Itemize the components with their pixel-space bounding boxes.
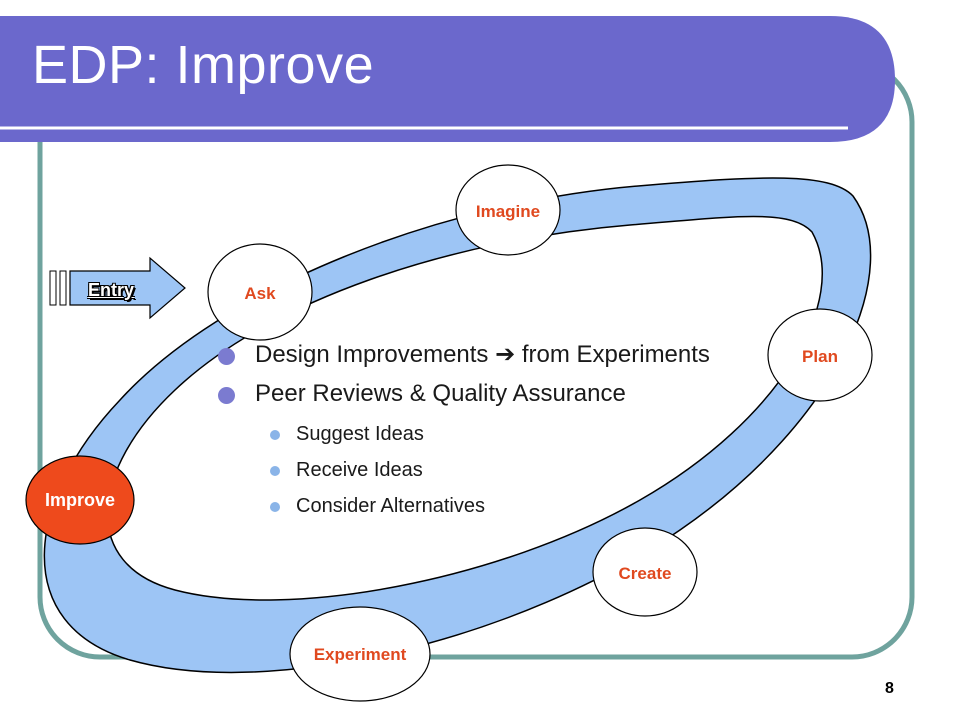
- sub-bullet-item: Receive Ideas: [270, 452, 778, 488]
- page-number: 8: [885, 680, 894, 697]
- bullet-design-improvements: Design Improvements ➔ from Experiments: [218, 338, 778, 371]
- bullet-list: Design Improvements ➔ from Experiments P…: [218, 338, 778, 524]
- entry-label[interactable]: Entry: [88, 280, 135, 300]
- header-banner: [0, 16, 895, 142]
- bullet-text-part: Design Improvements: [255, 341, 496, 368]
- node-label-ask: Ask: [244, 284, 276, 303]
- node-label-improve: Improve: [44, 490, 116, 510]
- ask-node[interactable]: [207, 243, 313, 341]
- node-label-experiment: Experiment: [313, 645, 407, 664]
- slide-title: EDP: Improve: [32, 35, 375, 95]
- node-label-create: Create: [618, 564, 672, 583]
- sub-bullet-list: Suggest Ideas Receive Ideas Consider Alt…: [218, 416, 778, 524]
- arrow-right-icon: ➔: [495, 340, 516, 368]
- sub-bullet-item: Suggest Ideas: [270, 416, 778, 452]
- bullet-text-part: from Experiments: [515, 341, 710, 368]
- arrow-right-icon: [49, 256, 186, 320]
- bullet-peer-reviews: Peer Reviews & Quality Assurance: [218, 377, 778, 410]
- plan-node[interactable]: [767, 308, 873, 402]
- imagine-node[interactable]: [455, 164, 561, 256]
- sub-bullet-item: Consider Alternatives: [270, 488, 778, 524]
- experiment-node[interactable]: [289, 606, 431, 702]
- create-node[interactable]: [592, 527, 698, 617]
- node-label-plan: Plan: [802, 347, 838, 366]
- improve-node[interactable]: [25, 455, 135, 545]
- node-label-imagine: Imagine: [475, 202, 541, 221]
